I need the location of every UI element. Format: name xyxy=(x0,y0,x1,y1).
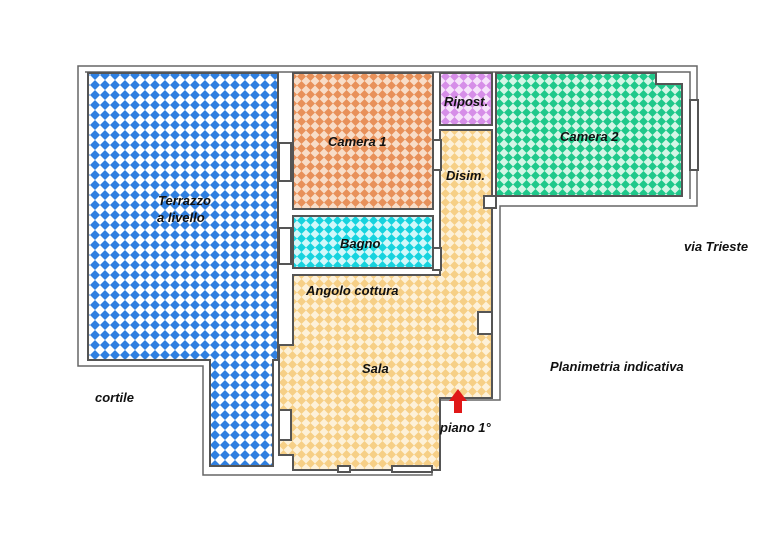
planimetria-label: Planimetria indicativa xyxy=(550,359,684,374)
bagno-area xyxy=(292,215,434,269)
interior-walls xyxy=(278,99,699,473)
sala-label: Sala xyxy=(362,361,389,376)
bagno-label: Bagno xyxy=(340,236,381,251)
disimpegno-label: Disim. xyxy=(446,168,485,183)
via-label: via Trieste xyxy=(684,239,748,254)
ripostiglio-label: Ripost. xyxy=(444,94,488,109)
terrazzo-label-line2: a livello xyxy=(157,210,205,225)
camera2-label: Camera 2 xyxy=(560,129,619,144)
piano-label: piano 1° xyxy=(439,420,492,435)
angolo-cottura-label: Angolo cottura xyxy=(305,283,398,298)
camera1-area xyxy=(292,72,434,210)
ripostiglio-area xyxy=(439,72,493,126)
living-area xyxy=(278,129,493,471)
terrazzo-area xyxy=(87,72,279,467)
camera1-label: Camera 1 xyxy=(328,134,387,149)
red-arrow-up-icon xyxy=(449,389,467,413)
terrazzo-label-line1: Terrazzo xyxy=(158,193,211,208)
cortile-label: cortile xyxy=(95,390,134,405)
